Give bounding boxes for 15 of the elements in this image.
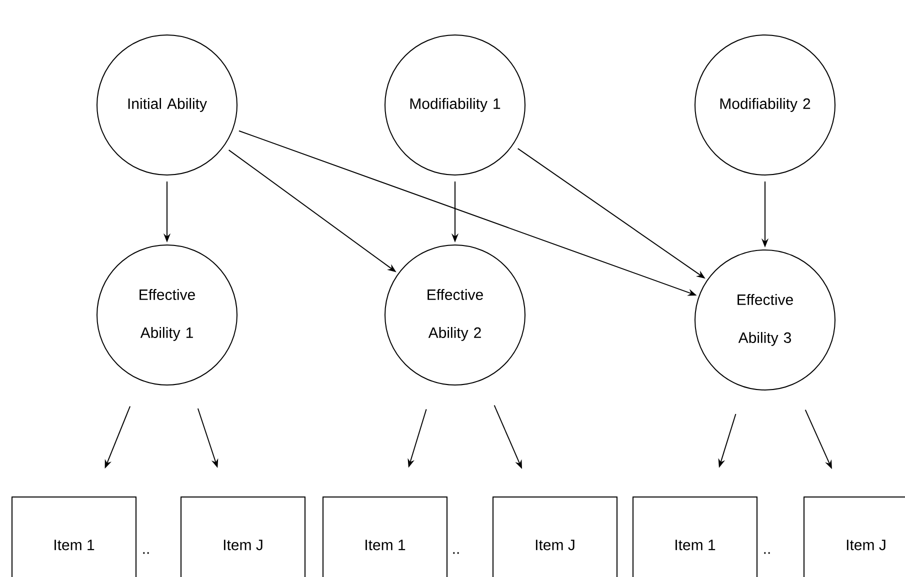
ellipsis: .. xyxy=(143,552,149,554)
item-box: Item 1 xyxy=(322,496,448,577)
item-box: Item 1 xyxy=(12,496,136,577)
circle-node: Initial Ability xyxy=(96,34,238,176)
circle-node: Effective Ability 2 xyxy=(384,244,526,386)
item-box: Item 1 xyxy=(632,496,758,577)
circle-node: Effective Ability 1 xyxy=(96,244,238,386)
circle-node: Effective Ability 3 xyxy=(694,250,836,390)
ellipsis: .. xyxy=(764,552,770,554)
item-box: Item J xyxy=(180,496,306,577)
circle-node: Modifiability 1 xyxy=(384,34,526,176)
item-box: Item J xyxy=(804,496,905,577)
ellipsis: .. xyxy=(453,552,459,554)
circle-node: Modifiability 2 xyxy=(694,34,836,176)
item-box: Item J xyxy=(492,496,618,577)
